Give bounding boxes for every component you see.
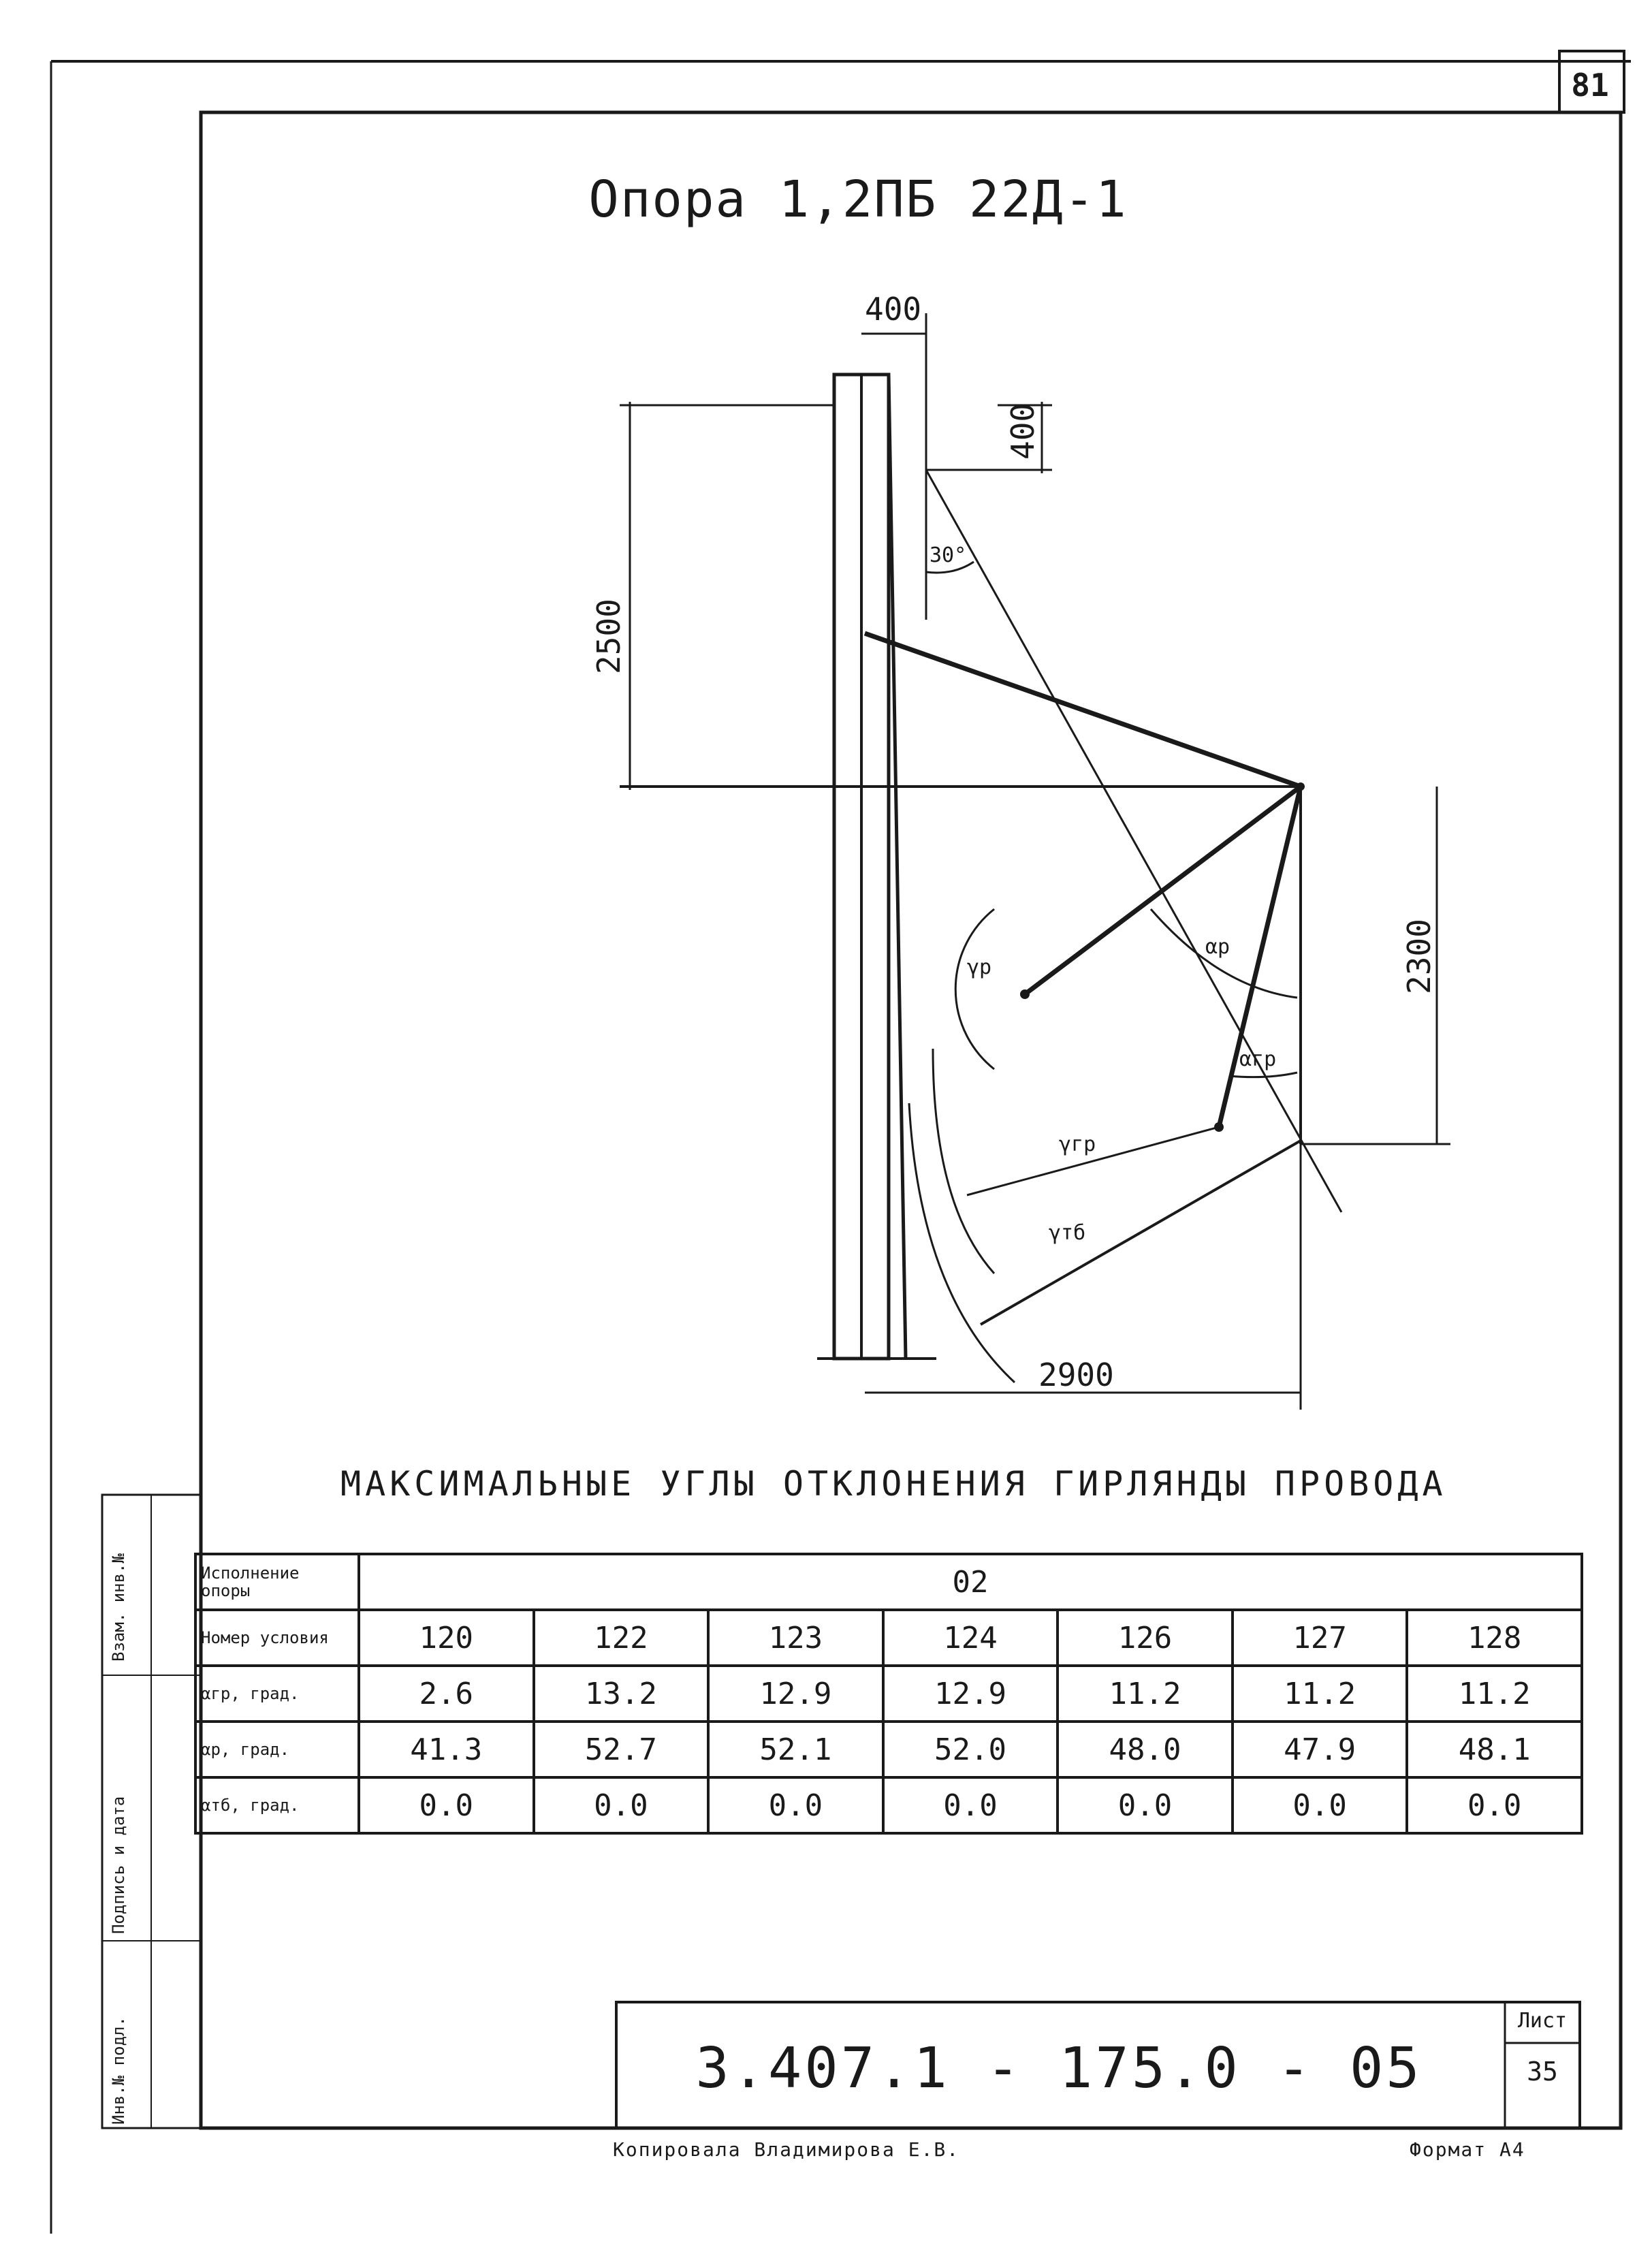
- radius-gamma-tb: [980, 1139, 1301, 1326]
- row-label: αр, град.: [194, 1720, 360, 1779]
- cell: 122: [532, 1608, 710, 1667]
- cell: 11.2: [1056, 1664, 1234, 1723]
- arc-gamma-r: [954, 908, 995, 1071]
- cell: 47.9: [1230, 1720, 1409, 1779]
- cell: 2.6: [358, 1664, 535, 1723]
- arc-alpha-gr: [1228, 1071, 1298, 1079]
- crossarm-brace: [863, 631, 1302, 789]
- angle-arc: [925, 560, 974, 574]
- table-header-row: Исполнение опоры 02: [194, 1553, 1583, 1611]
- cell: 128: [1405, 1608, 1583, 1667]
- string-gamma-gr: [1216, 786, 1303, 1128]
- deviation-angles-table: Исполнение опоры 02 Номер условия 120 12…: [194, 1553, 1583, 1835]
- cell: 0.0: [707, 1776, 885, 1835]
- arc-gamma-tb: [908, 1103, 1016, 1384]
- cell: 41.3: [358, 1720, 535, 1779]
- string-gamma-r: [1023, 784, 1303, 996]
- cell: 0.0: [1405, 1776, 1583, 1835]
- radius-gamma-gr: [966, 1126, 1220, 1196]
- drawing-title: Опора 1,2ПБ 22Д-1: [588, 170, 1128, 229]
- stamp-col-sign: Подпись и дата: [109, 1796, 128, 1934]
- cell: 127: [1230, 1608, 1409, 1667]
- cell: 52.0: [881, 1720, 1060, 1779]
- cell: 48.1: [1405, 1720, 1583, 1779]
- table-row: αтб, град. 0.0 0.0 0.0 0.0 0.0 0.0 0.0: [194, 1776, 1583, 1835]
- label-gamma-r: γр: [967, 955, 991, 979]
- table-row: Номер условия 120 122 123 124 126 127 12…: [194, 1608, 1583, 1667]
- arc-gamma-gr: [932, 1048, 996, 1275]
- cell: 13.2: [532, 1664, 710, 1723]
- pole-right-edge: [887, 374, 908, 1359]
- cell: 12.9: [881, 1664, 1060, 1723]
- table-caption: Максимальные углы отклонения гирлянды пр…: [340, 1464, 1447, 1504]
- dim-top-width: 400: [865, 291, 921, 328]
- table-row: αгр, град. 2.6 13.2 12.9 12.9 11.2 11.2 …: [194, 1664, 1583, 1723]
- cell: 11.2: [1230, 1664, 1409, 1723]
- dim-width-bottom: 2900: [1038, 1357, 1114, 1393]
- cell: 126: [1056, 1608, 1234, 1667]
- cell: 11.2: [1405, 1664, 1583, 1723]
- angle-label: 30°: [930, 543, 966, 567]
- page-number: 81: [1571, 67, 1609, 104]
- stamp-col-inv: Инв.№ подл.: [109, 2016, 128, 2125]
- document-number: 3.407.1 - 175.0 - 05: [695, 2036, 1423, 2101]
- label-gamma-gr: γгр: [1059, 1132, 1096, 1156]
- label-gamma-tb: γтб: [1049, 1221, 1085, 1245]
- title-block: [615, 2001, 1581, 2129]
- row-label: αгр, град.: [194, 1664, 360, 1723]
- point-gamma-r: [1020, 989, 1030, 999]
- stamp-col-replace: Взам. инв.№: [109, 1553, 128, 1662]
- dim-height-upper: 2500: [590, 599, 627, 674]
- header-label: Исполнение опоры: [194, 1553, 360, 1611]
- cell: 12.9: [707, 1664, 885, 1723]
- cell: 0.0: [532, 1776, 710, 1835]
- page-number-box: [1558, 50, 1625, 114]
- table-row: αр, град. 41.3 52.7 52.1 52.0 48.0 47.9 …: [194, 1720, 1583, 1779]
- header-value: 02: [358, 1553, 1583, 1611]
- label-alpha-r: αр: [1205, 935, 1230, 959]
- cell: 124: [881, 1608, 1060, 1667]
- row-label: Номер условия: [194, 1608, 360, 1667]
- insulator-slant: [925, 469, 1343, 1213]
- cell: 52.7: [532, 1720, 710, 1779]
- cell: 123: [707, 1608, 885, 1667]
- sheet-label: Лист: [1517, 2009, 1568, 2033]
- dim-top-offset: 400: [1004, 403, 1041, 460]
- cell: 52.1: [707, 1720, 885, 1779]
- cell: 48.0: [1056, 1720, 1234, 1779]
- cell: 0.0: [1056, 1776, 1234, 1835]
- copied-by: Копировала Владимирова Е.В.: [613, 2138, 960, 2161]
- cell: 0.0: [358, 1776, 535, 1835]
- paper-format: Формат А4: [1410, 2138, 1525, 2161]
- row-label: αтб, град.: [194, 1776, 360, 1835]
- cell: 0.0: [881, 1776, 1060, 1835]
- label-alpha-gr: αгр: [1239, 1047, 1276, 1071]
- sheet-number: 35: [1527, 2057, 1558, 2087]
- arc-alpha-r: [1149, 908, 1298, 999]
- dim-height-lower: 2300: [1401, 919, 1437, 994]
- cell: 0.0: [1230, 1776, 1409, 1835]
- cell: 120: [358, 1608, 535, 1667]
